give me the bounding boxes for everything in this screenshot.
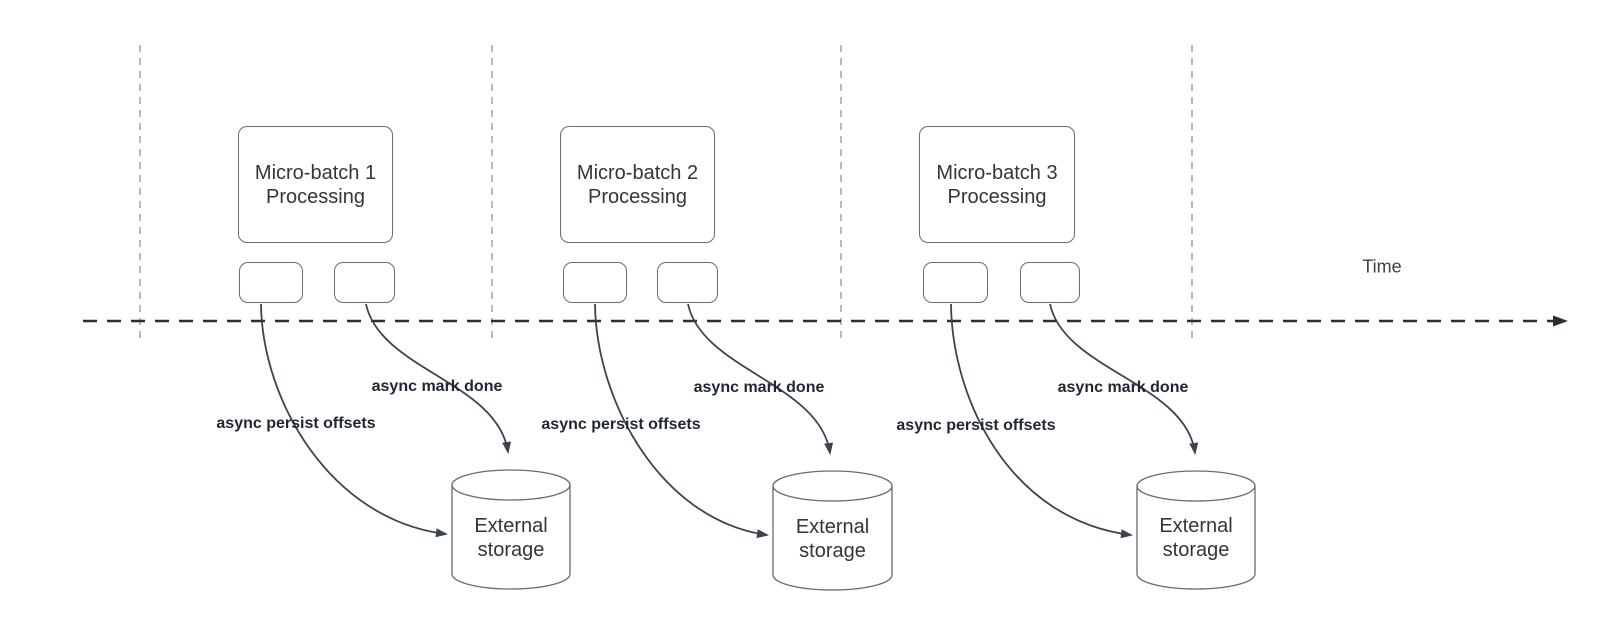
persist-offsets-1-arrow [260, 303, 448, 538]
mark-done-2-arrow [687, 303, 834, 455]
micro-batch-1-storage-cylinder [451, 469, 571, 590]
mark-done-3-label: async mark done [1057, 379, 1189, 396]
mark-done-2-label: async mark done [693, 379, 825, 396]
process-label-line1: Micro-batch 2 [576, 161, 699, 184]
micro-batch-3-storage-cylinder [1136, 470, 1256, 590]
process-label-line1: Micro-batch 1 [254, 161, 377, 184]
micro-batch-1-storage-cylinder-lip [451, 484, 571, 501]
micro-batch-2-storage-cylinder-lip [772, 485, 893, 502]
micro-batch-3-storage-cylinder-lip [1136, 485, 1256, 502]
micro-batch-3-task-box-1 [923, 262, 988, 303]
micro-batch-2-task-box-1 [563, 262, 627, 303]
storage-label-line1: External [795, 515, 870, 538]
micro-batch-1-task-box-1 [239, 262, 303, 303]
mark-done-1-arrow [365, 303, 512, 454]
storage-label-line1: External [474, 514, 548, 537]
persist-offsets-3-label: async persist offsets [896, 417, 1056, 434]
process-label-line2: Processing [588, 185, 687, 208]
process-label-line1: Micro-batch 3 [936, 161, 1058, 184]
micro-batch-1-task-box-2 [334, 262, 395, 303]
mark-done-1-label: async mark done [371, 378, 503, 395]
micro-batch-3-task-box-2 [1020, 262, 1080, 303]
micro-batch-2-storage-cylinder [772, 470, 893, 591]
storage-label-line2: storage [799, 539, 866, 562]
persist-offsets-2-label: async persist offsets [541, 416, 701, 433]
persist-offsets-2-arrow [594, 303, 769, 539]
storage-label-line1: External [1159, 515, 1233, 537]
time-label: Time [1362, 256, 1402, 277]
persist-offsets-1-label: async persist offsets [216, 415, 376, 432]
storage-label-line2: storage [1162, 539, 1230, 561]
micro-batch-2-task-box-2 [657, 262, 718, 303]
storage-label-line2: storage [477, 538, 545, 561]
persist-offsets-3-arrow [950, 303, 1133, 539]
process-label-line2: Processing [947, 185, 1047, 208]
process-label-line2: Processing [266, 185, 365, 208]
mark-done-3-arrow [1049, 303, 1199, 455]
